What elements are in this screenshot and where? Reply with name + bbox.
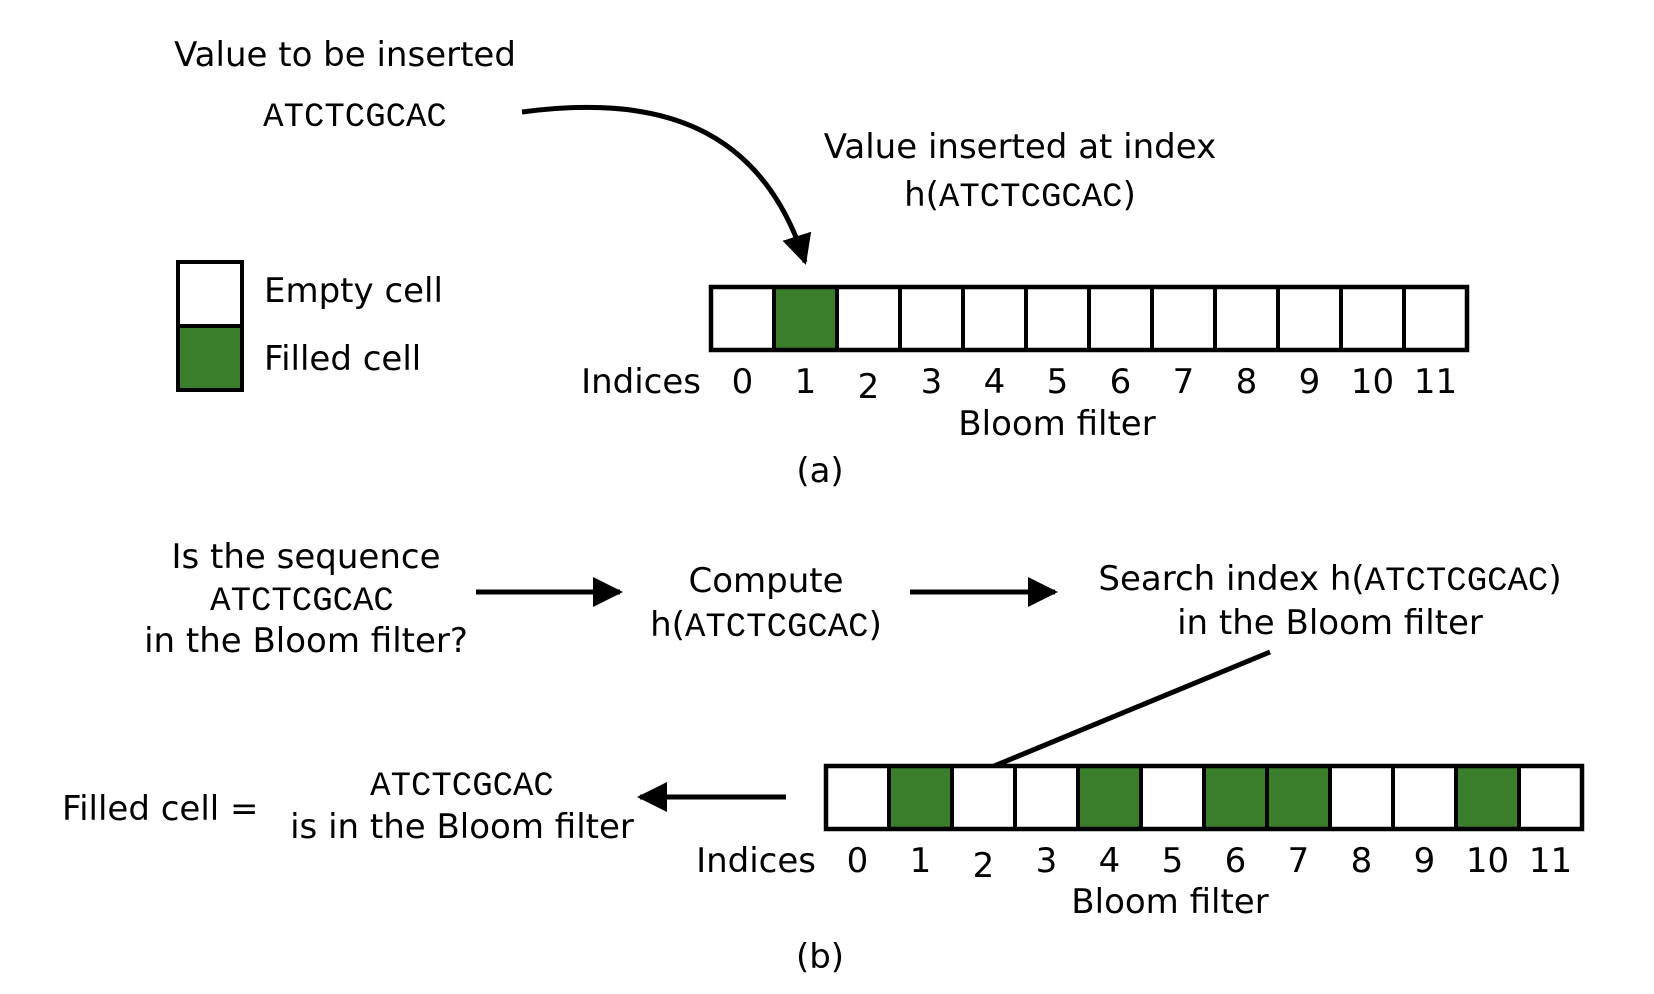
- value-to-insert-label: Value to be inserted: [174, 35, 516, 75]
- bloom-filter-a: Indices 0 1 2 3 4 5 6 7 8 9 10 11: [581, 284, 1470, 407]
- index-label: 10: [1466, 841, 1509, 881]
- inserted-hash-expression: h(ATCTCGCAC): [904, 175, 1136, 217]
- caption-b: (b): [796, 937, 844, 977]
- index-label: 0: [847, 841, 869, 881]
- empty-cell: [835, 285, 902, 352]
- index-label: 3: [1036, 841, 1058, 881]
- index-label: 3: [921, 362, 943, 402]
- index-label: 7: [1173, 362, 1195, 402]
- filled-cell: [1076, 764, 1143, 831]
- empty-cell: [1391, 764, 1458, 831]
- compute-hash-expression: h(ATCTCGCAC): [650, 605, 882, 647]
- index-label: 2: [858, 367, 880, 407]
- legend-filled-label: Filled cell: [264, 339, 421, 379]
- index-label: 11: [1529, 841, 1572, 881]
- empty-cell: [1402, 285, 1469, 352]
- index-label: 2: [973, 846, 995, 886]
- panel-a: Value to be inserted ATCTCGCAC Value ins…: [174, 35, 1470, 491]
- bloom-filter-b: Indices 0 1 2 3 4 5 6 7 8 9 10 11: [696, 763, 1585, 886]
- index-label: 7: [1288, 841, 1310, 881]
- search-line2: in the Bloom filter: [1177, 603, 1483, 643]
- search-value: ATCTCGCAC: [1365, 563, 1549, 601]
- index-label: 10: [1351, 362, 1394, 402]
- indices-label: Indices: [696, 841, 816, 881]
- search-prefix: Search index h(: [1098, 559, 1364, 599]
- index-label: 11: [1414, 362, 1457, 402]
- empty-cell: [824, 764, 891, 831]
- empty-cell: [1150, 285, 1217, 352]
- index-label: 1: [910, 841, 932, 881]
- legend: Empty cell Filled cell: [176, 260, 443, 392]
- insert-arrow: [521, 104, 812, 265]
- indices-label: Indices: [581, 362, 701, 402]
- compute-label: Compute: [688, 561, 843, 601]
- index-label: 5: [1162, 841, 1184, 881]
- question-line1: Is the sequence: [172, 537, 441, 577]
- empty-cell: [898, 285, 965, 352]
- search-line1: Search index h(ATCTCGCAC): [1098, 559, 1561, 601]
- inserted-at-label: Value inserted at index: [824, 127, 1216, 167]
- index-label: 9: [1414, 841, 1436, 881]
- empty-cell: [1013, 764, 1080, 831]
- index-label: 4: [984, 362, 1006, 402]
- filled-cell: [887, 764, 954, 831]
- index-label: 9: [1299, 362, 1321, 402]
- index-label: 0: [732, 362, 754, 402]
- index-label: 6: [1225, 841, 1247, 881]
- bloom-filter-label-b: Bloom filter: [1071, 882, 1268, 922]
- hash-suffix: ): [1123, 175, 1136, 215]
- empty-cell: [1139, 764, 1206, 831]
- index-label: 4: [1099, 841, 1121, 881]
- filled-cell: [1454, 764, 1521, 831]
- empty-cell: [1087, 285, 1154, 352]
- caption-a: (a): [796, 451, 843, 491]
- index-label: 1: [795, 362, 817, 402]
- empty-cell: [961, 285, 1028, 352]
- panel-b: Is the sequence ATCTCGCAC in the Bloom f…: [62, 537, 1585, 977]
- empty-cell: [950, 764, 1017, 831]
- value-to-insert: ATCTCGCAC: [263, 99, 447, 137]
- bloom-filter-frame: [823, 763, 1585, 832]
- empty-cell: [709, 285, 776, 352]
- hash-prefix: h(: [904, 175, 939, 215]
- search-suffix: ): [1548, 559, 1561, 599]
- empty-cell: [1213, 285, 1280, 352]
- compute-prefix: h(: [650, 605, 685, 645]
- empty-cell: [1276, 285, 1343, 352]
- result-label: Filled cell =: [62, 789, 259, 829]
- filled-cell: [772, 285, 839, 352]
- bloom-filter-frame: [708, 284, 1470, 353]
- legend-empty-swatch: [176, 260, 244, 328]
- empty-cell: [1339, 285, 1406, 352]
- question-line3: in the Bloom filter?: [144, 621, 468, 661]
- index-label: 8: [1351, 841, 1373, 881]
- result-line2: is in the Bloom filter: [290, 807, 634, 847]
- empty-cell: [1328, 764, 1395, 831]
- hash-value: ATCTCGCAC: [939, 179, 1123, 217]
- filled-cell: [1202, 764, 1269, 831]
- empty-cell: [1517, 764, 1584, 831]
- filled-cell: [1265, 764, 1332, 831]
- index-label: 5: [1047, 362, 1069, 402]
- compute-suffix: ): [869, 605, 882, 645]
- bloom-filter-label-a: Bloom filter: [958, 404, 1155, 444]
- legend-empty-label: Empty cell: [264, 271, 443, 311]
- legend-filled-swatch: [176, 324, 244, 392]
- compute-value: ATCTCGCAC: [685, 609, 869, 647]
- index-label: 6: [1110, 362, 1132, 402]
- result-value: ATCTCGCAC: [370, 768, 554, 806]
- index-label: 8: [1236, 362, 1258, 402]
- question-value: ATCTCGCAC: [210, 583, 394, 621]
- empty-cell: [1024, 285, 1091, 352]
